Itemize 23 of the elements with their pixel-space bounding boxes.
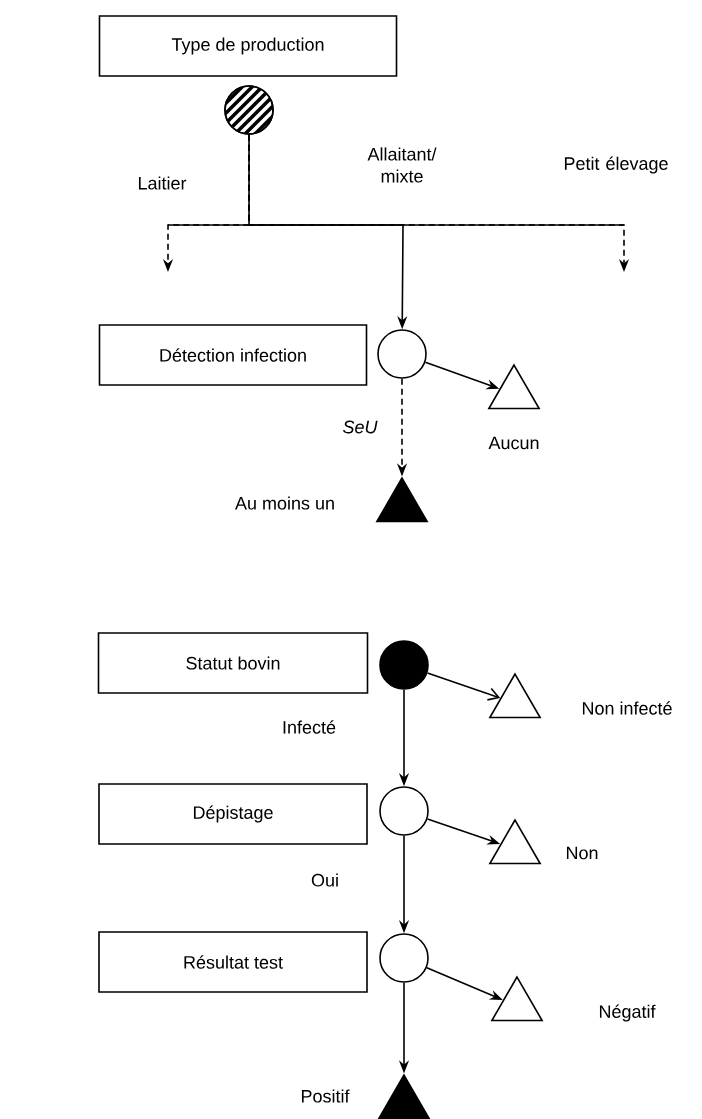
outcome-label: Non infecté [582, 701, 672, 715]
outcome-label: Positif [301, 1089, 350, 1103]
outcome-label: Non [566, 846, 598, 860]
outcome-label: Négatif [599, 1004, 656, 1022]
edge-label: SeU [343, 420, 378, 434]
chance-node-circle [379, 640, 429, 690]
edge-label: Oui [311, 873, 338, 887]
chance-node-circle [379, 933, 429, 983]
label-box: Dépistage [98, 783, 368, 845]
edge-label: Allaitant/ mixte [367, 147, 437, 183]
label-box: Statut bovin [97, 632, 369, 694]
edge-label: Laitier [138, 176, 187, 190]
arrow [426, 672, 501, 701]
edge-label: Infecté [283, 720, 336, 734]
label-box: Résultat test [98, 931, 368, 993]
chance-node-circle [377, 329, 427, 379]
chance-node-circle [379, 786, 429, 836]
outcome-label: Aucun [488, 436, 539, 450]
label-box: Détection infection [98, 324, 368, 386]
outcome-label: Au moins un [235, 496, 334, 510]
decision-circle [224, 85, 274, 135]
label-box: Type de production [98, 15, 398, 77]
edge-label: Petit élevage [564, 156, 668, 174]
